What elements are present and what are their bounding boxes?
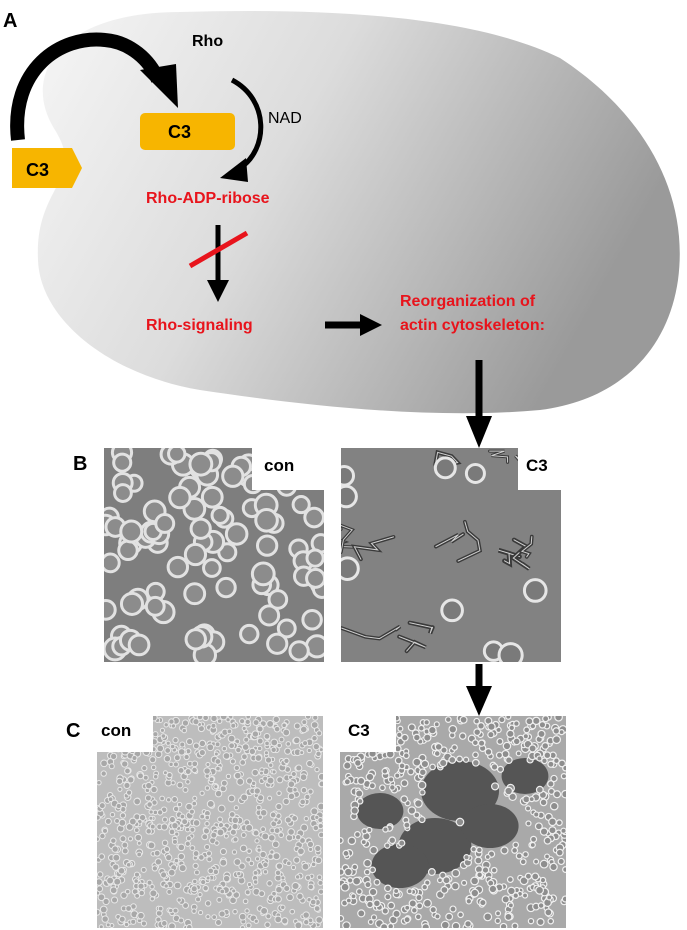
entry-arrow (10, 32, 165, 141)
c3-outside-box (12, 148, 82, 188)
c3-outside-label: C3 (26, 160, 49, 180)
micrograph-b-con (104, 448, 324, 662)
micrograph-b-con-tag: con (252, 448, 324, 490)
micrograph-b-con-label: con (264, 456, 295, 475)
panel-letter-a: A (3, 10, 18, 32)
micrograph-b-c3 (341, 448, 561, 662)
panel-letter-b: B (73, 453, 88, 475)
rho-label: Rho (192, 33, 223, 50)
rho-adp-ribose-label: Rho-ADP-ribose (146, 190, 270, 207)
micrograph-c-c3 (340, 716, 566, 928)
rho-signaling-label: Rho-signaling (146, 317, 253, 334)
cell-diagram: Rho NAD C3 C3 Rho-ADP-ribose Rho-signali… (10, 10, 680, 448)
nad-label: NAD (268, 110, 302, 127)
panel-letter-c: C (66, 720, 81, 742)
micrograph-b-c3-label: C3 (526, 456, 548, 475)
c3-inside-label: C3 (168, 122, 191, 142)
micrograph-c-c3-label: C3 (348, 721, 370, 740)
right-arrow-head (360, 314, 382, 336)
micrograph-c-con-label: con (101, 721, 132, 740)
cell-body (37, 10, 680, 414)
modification-arrow-head (220, 158, 248, 182)
reorganization-line-2: actin cytoskeleton: (400, 317, 545, 334)
micrograph-b-c3-tag: C3 (518, 448, 561, 490)
down-arrow-2-head (466, 416, 492, 448)
micrograph-c-c3-tag: C3 (340, 716, 396, 752)
micrograph-c-con-tag: con (97, 716, 153, 752)
inhibition-slash (188, 230, 249, 269)
down-arrow-1-head (207, 280, 229, 302)
entry-arrow-head (140, 64, 178, 108)
reorganization-line-1: Reorganization of (400, 293, 536, 310)
c3-inside-box (140, 113, 235, 150)
arrow-b-to-c (466, 664, 492, 716)
modification-arrow (230, 77, 264, 171)
